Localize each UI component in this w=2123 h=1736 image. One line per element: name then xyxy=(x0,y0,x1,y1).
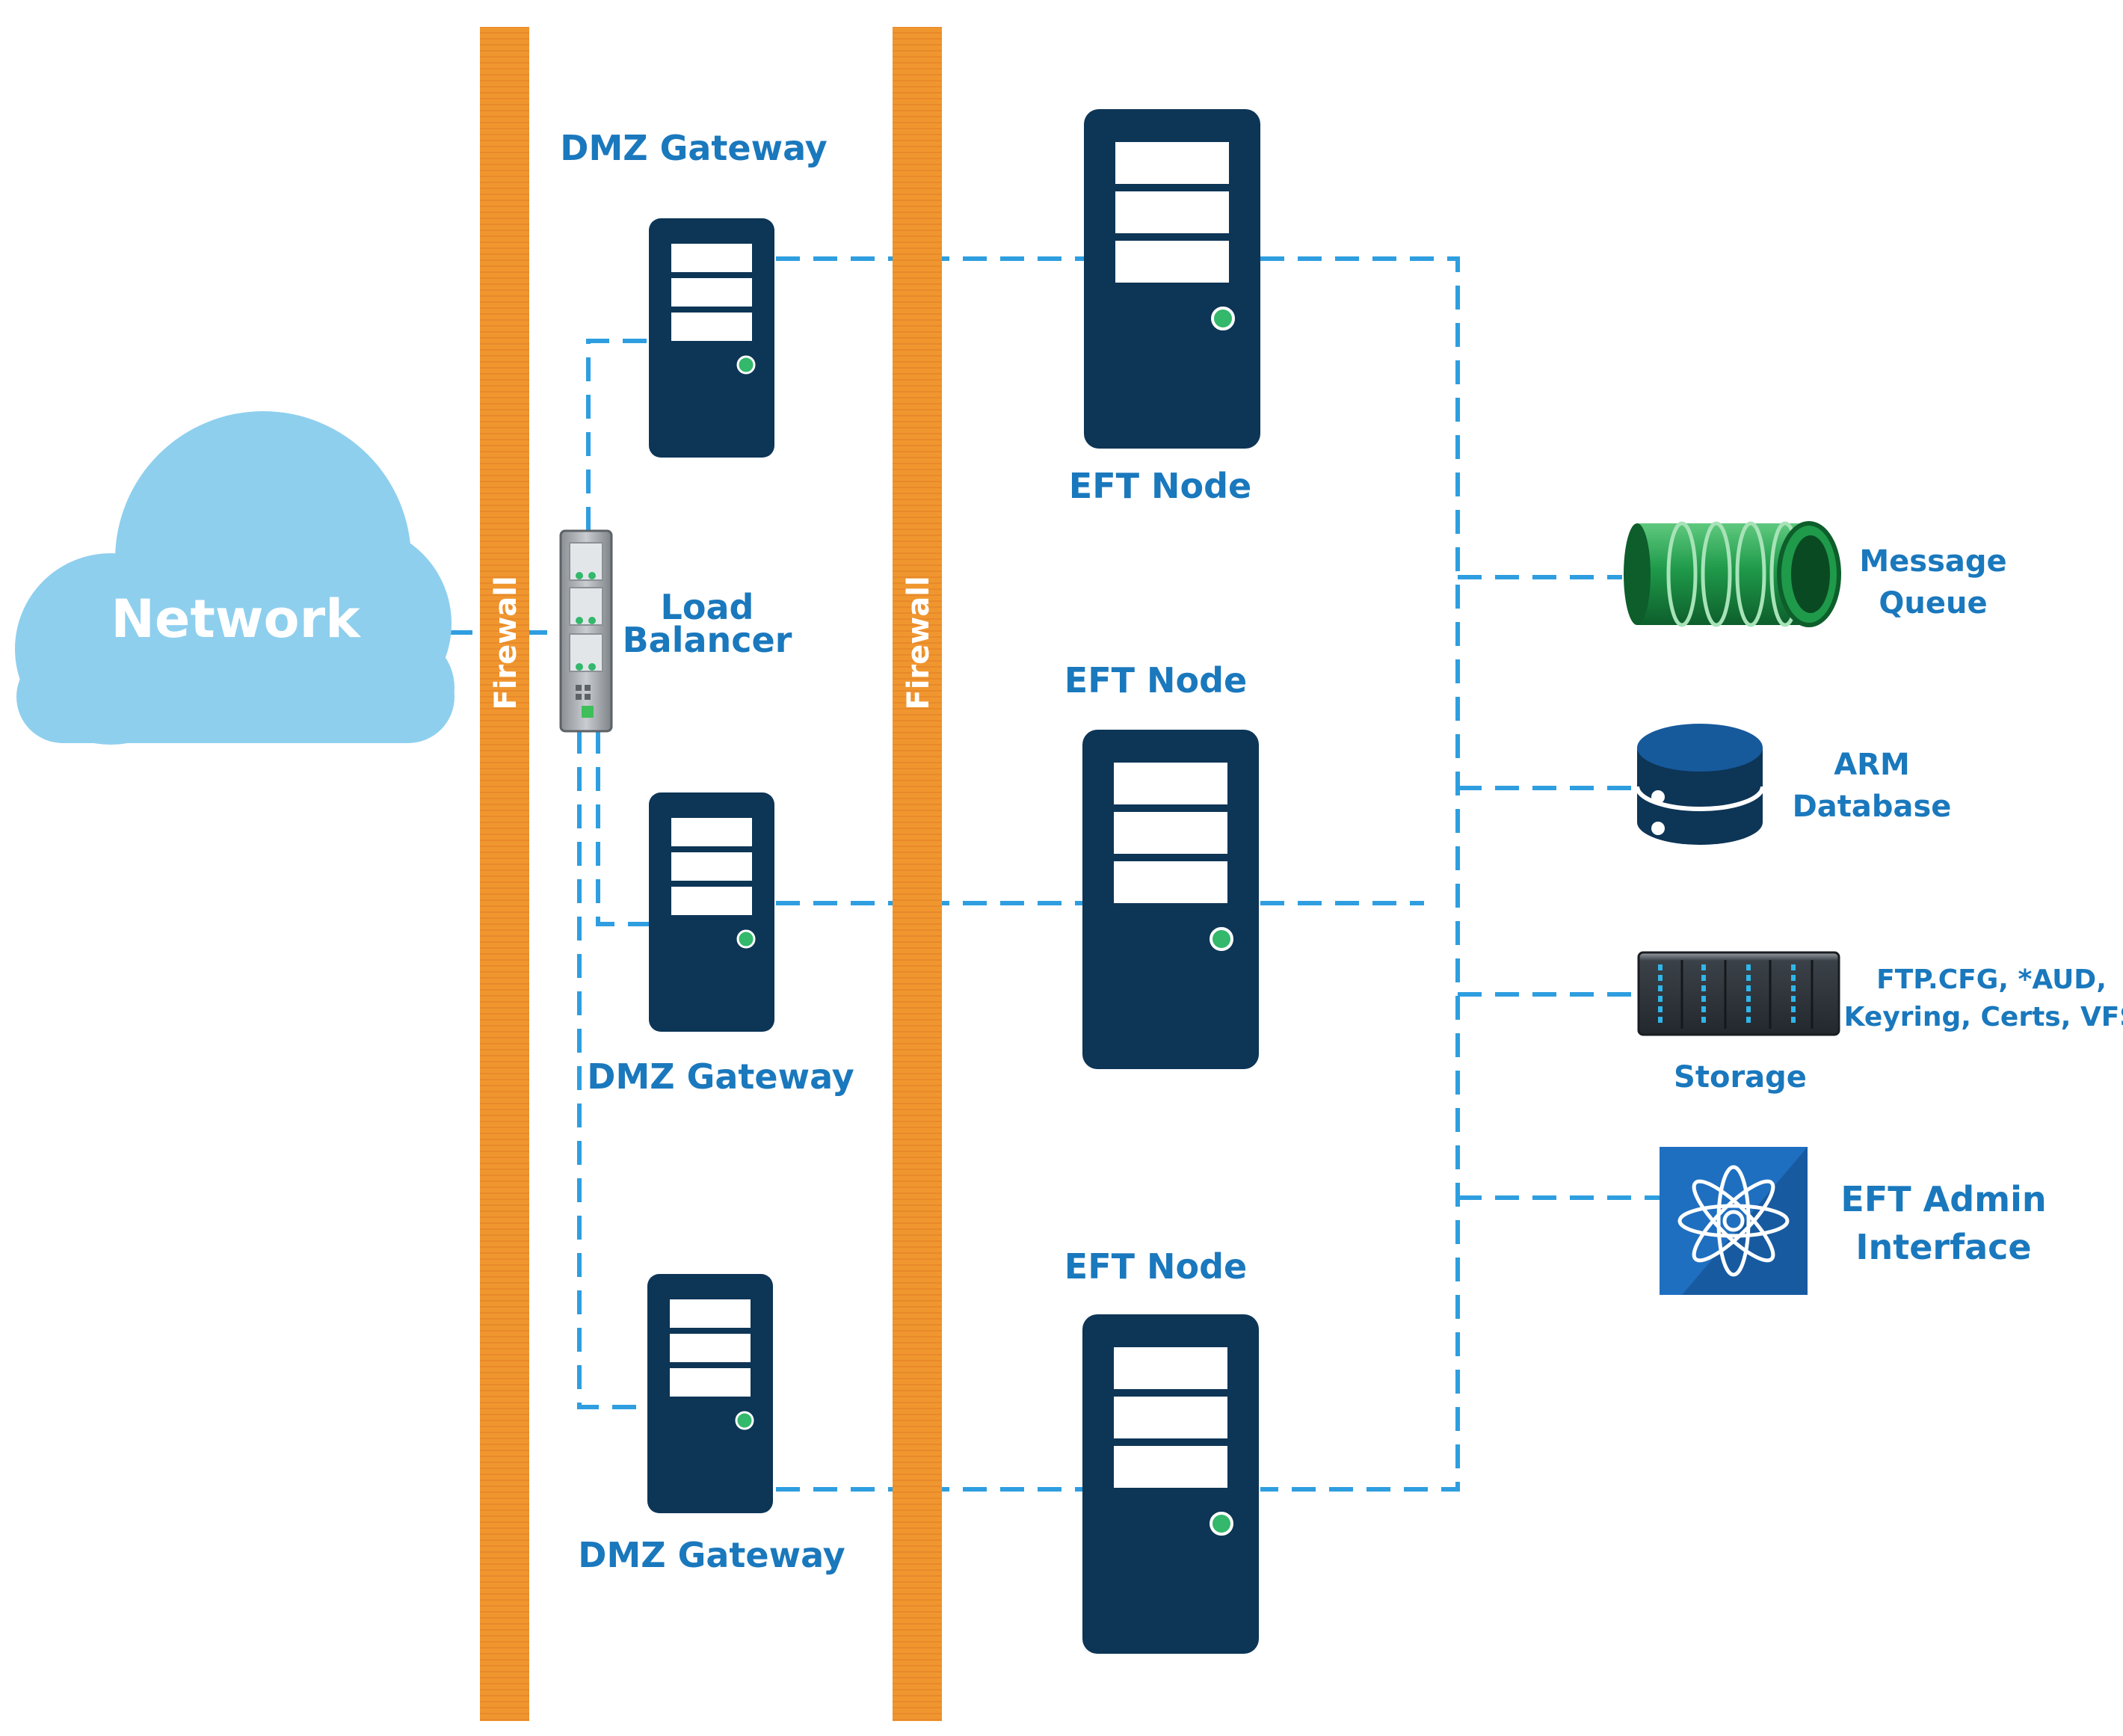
eft-admin-icon xyxy=(1660,1147,1808,1295)
network-label: Network xyxy=(111,588,361,650)
storage-detail-line2: Keyring, Certs, VFS xyxy=(1844,1002,2123,1032)
server-icon xyxy=(646,1272,774,1515)
storage: Storage FTP.CFG, *AUD, Keyring, Certs, V… xyxy=(1637,951,2123,1095)
message-queue-icon xyxy=(1624,521,1841,627)
eft-admin-interface: EFT Admin Interface xyxy=(1660,1147,2047,1295)
dmz-gateway-3: DMZ Gateway xyxy=(578,1272,845,1575)
eft-node-3-label: EFT Node xyxy=(1064,1246,1247,1287)
firewall-2-label: Firewall xyxy=(902,576,936,710)
storage-detail-line1: FTP.CFG, *AUD, xyxy=(1876,964,2107,995)
connectors xyxy=(449,256,1660,1492)
connector-node-1-backbone xyxy=(1260,256,1460,1492)
cloud-icon xyxy=(15,411,455,745)
server-icon xyxy=(1082,108,1262,450)
dmz-gateway-2-label: DMZ Gateway xyxy=(587,1056,854,1097)
message-queue: Message Queue xyxy=(1624,521,2007,627)
eft-node-2-label: EFT Node xyxy=(1064,660,1247,701)
firewall-1: Firewall xyxy=(480,27,529,1721)
server-icon xyxy=(647,217,776,459)
load-balancer-label-line1: Load xyxy=(661,587,754,627)
eft-node-2: EFT Node xyxy=(1064,660,1260,1071)
eft-node-1: EFT Node xyxy=(1069,108,1262,506)
server-icon xyxy=(1081,728,1260,1071)
dmz-gateway-2: DMZ Gateway xyxy=(587,791,854,1097)
dmz-gateway-3-label: DMZ Gateway xyxy=(578,1535,845,1575)
load-balancer-label-line2: Balancer xyxy=(623,620,792,660)
eft-node-1-label: EFT Node xyxy=(1069,466,1251,506)
message-queue-label-line2: Queue xyxy=(1879,586,1987,621)
eft-admin-label-line1: EFT Admin xyxy=(1840,1179,2046,1219)
firewall-2: Firewall xyxy=(893,27,942,1721)
storage-rack-icon xyxy=(1637,951,1840,1036)
message-queue-label-line1: Message xyxy=(1859,544,2006,579)
firewall-icon xyxy=(480,27,529,1721)
arm-database: ARM Database xyxy=(1635,724,1952,845)
arm-database-label-line1: ARM xyxy=(1834,748,1910,782)
dmz-gateway-1: DMZ Gateway xyxy=(560,128,828,459)
load-balancer-icon xyxy=(559,529,613,733)
arm-database-label-line2: Database xyxy=(1793,789,1952,824)
firewall-1-label: Firewall xyxy=(489,576,523,710)
database-icon xyxy=(1635,724,1765,845)
server-icon xyxy=(1081,1313,1260,1655)
connector-lb-gateway-3 xyxy=(577,730,649,1409)
firewall-icon xyxy=(893,27,942,1721)
eft-node-3: EFT Node xyxy=(1064,1246,1260,1655)
eft-admin-label-line2: Interface xyxy=(1855,1227,2031,1267)
connector-lb-gateway-2 xyxy=(596,730,649,926)
load-balancer: Load Balancer xyxy=(559,529,792,733)
dmz-gateway-1-label: DMZ Gateway xyxy=(560,128,827,168)
network-cloud: Network xyxy=(15,411,455,745)
storage-label: Storage xyxy=(1674,1060,1807,1095)
server-icon xyxy=(647,791,776,1033)
connector-lb-gateway-1 xyxy=(586,339,649,531)
